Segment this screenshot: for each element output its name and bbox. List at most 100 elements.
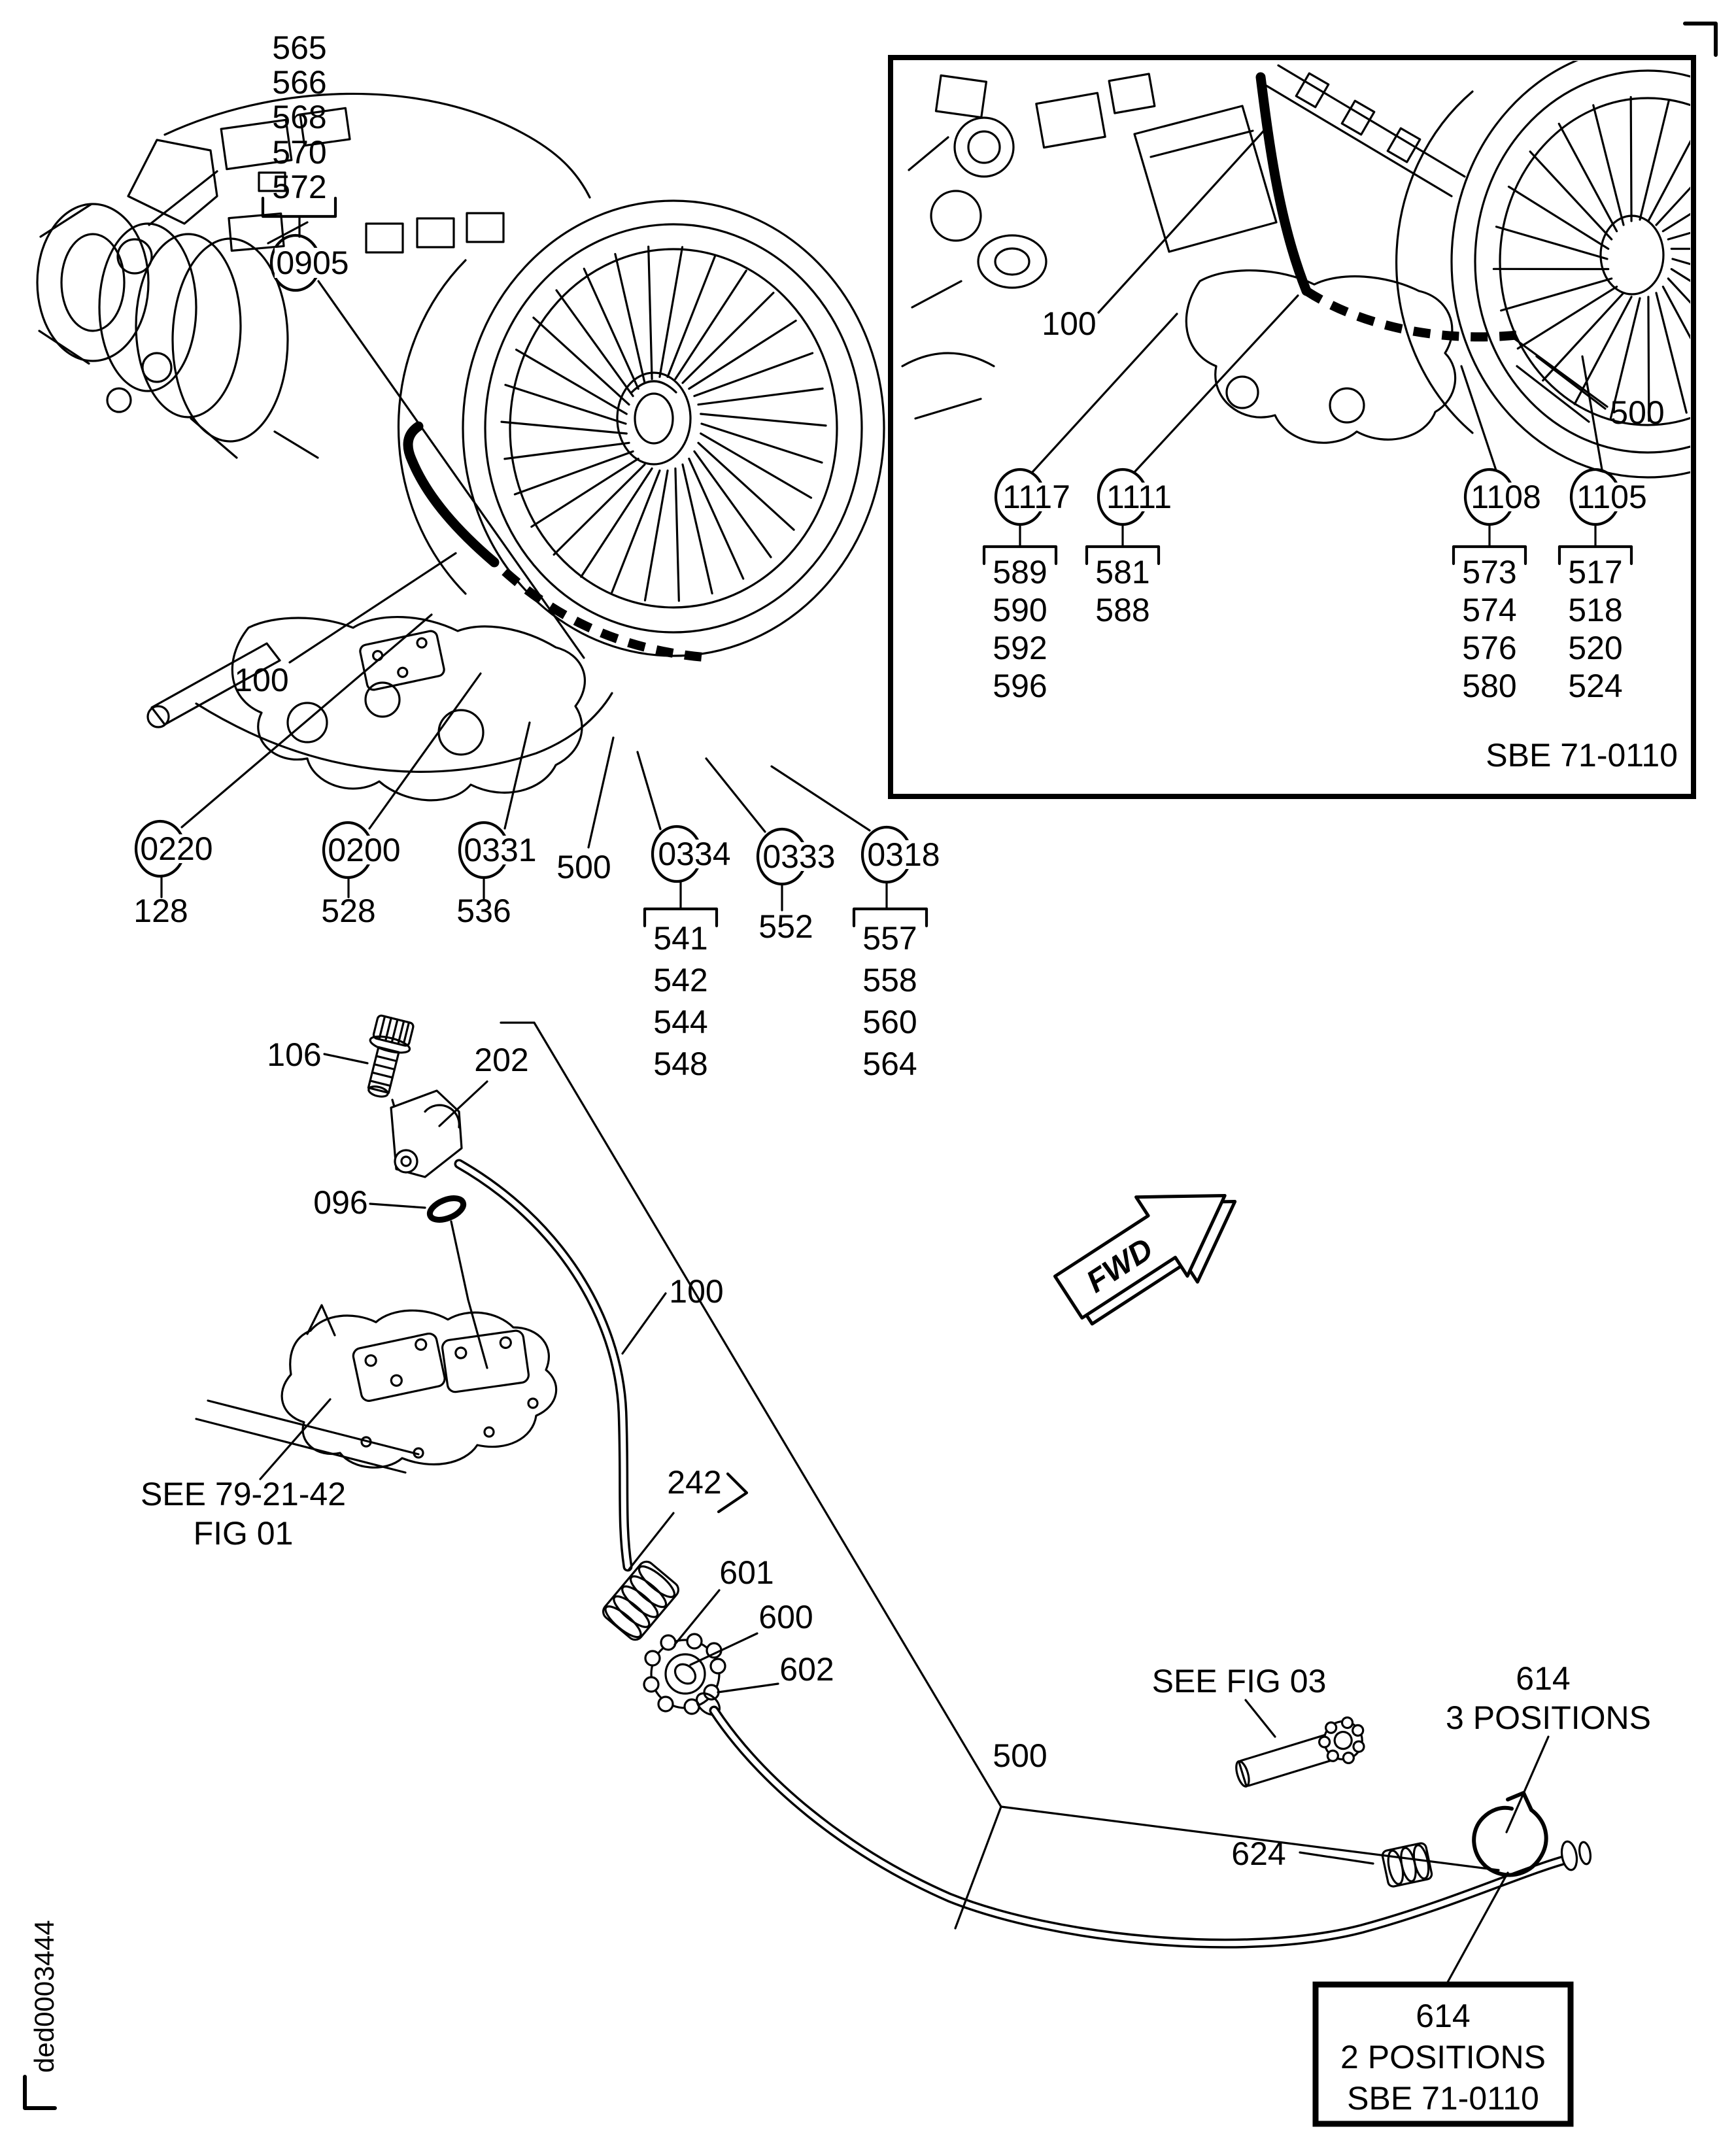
ref-box-line1: 614 (1416, 1998, 1470, 2034)
inset-label-500: 500 (1610, 394, 1664, 431)
line-art (317, 280, 585, 659)
line-art (1277, 64, 1466, 178)
line-art (908, 136, 949, 171)
bubble-1108: 1108 (1471, 479, 1541, 515)
line-art (533, 1021, 1002, 1808)
line-art (977, 234, 1047, 289)
line-art (686, 1633, 703, 1650)
see-ref-line2: FIG 01 (194, 1515, 294, 1552)
corner-mark-top-right (1683, 22, 1718, 57)
line-art (416, 217, 455, 248)
line-art (657, 1696, 674, 1713)
see-fig-03: SEE FIG 03 (1152, 1663, 1327, 1699)
line-art (629, 1575, 668, 1609)
line-art (717, 1472, 749, 1514)
part-label-520: 520 (1568, 630, 1622, 666)
clamp-614-art (1472, 1805, 1548, 1877)
tube-100-on-engine (403, 421, 500, 568)
reference-box: 614 2 POSITIONS SBE 71-0110 (1312, 1981, 1574, 2127)
line-art (484, 223, 863, 634)
part-label-602: 602 (779, 1651, 834, 1688)
inset-engine-illustration (901, 61, 1690, 479)
line-art (503, 721, 531, 830)
main-engine-illustration (36, 92, 885, 802)
line-art (1108, 73, 1156, 114)
line-art (1609, 297, 1641, 419)
line-art (1244, 1699, 1276, 1738)
line-art (644, 1650, 661, 1667)
line-art (953, 116, 1015, 178)
part-label-517: 517 (1568, 554, 1622, 590)
line-art (1329, 387, 1365, 424)
line-art (613, 1595, 651, 1628)
line-art (658, 840, 731, 868)
line-art (553, 463, 646, 556)
part-label-601: 601 (719, 1554, 774, 1591)
line-art (397, 259, 467, 595)
line-art (352, 1332, 446, 1402)
line-art (643, 469, 669, 602)
line-art (365, 222, 404, 254)
inset-tube-100 (1255, 72, 1312, 296)
line-art (914, 398, 982, 420)
line-art (1557, 545, 1633, 566)
bubble-1111: 1111 (1106, 479, 1172, 515)
line-art (499, 1336, 512, 1349)
line-art (614, 252, 646, 384)
part-label-500-hose: 500 (993, 1737, 1047, 1774)
line-art (763, 842, 836, 871)
bubble-0318: 0318 (867, 836, 940, 873)
line-art (658, 246, 684, 378)
line-art (329, 836, 401, 864)
part-label-100-main: 100 (234, 662, 288, 698)
line-art (1661, 285, 1690, 340)
line-art (934, 74, 988, 119)
lower-assembly-illustration (195, 1014, 1592, 1949)
line-art (1592, 104, 1625, 226)
stub-art (1235, 1716, 1365, 1788)
line-art (636, 751, 662, 830)
bubble-0331: 0331 (464, 832, 536, 868)
line-art (306, 1304, 336, 1337)
line-art (527, 1397, 539, 1409)
part-label-541: 541 (653, 920, 707, 957)
line-art (275, 248, 352, 278)
inset-box (888, 55, 1696, 799)
part-label-242: 242 (667, 1464, 721, 1501)
line-art (1460, 365, 1497, 471)
line-art (1352, 1724, 1365, 1737)
fan-blades (500, 245, 827, 602)
line-art (378, 1015, 410, 1044)
part-label-600: 600 (758, 1599, 813, 1635)
line-art (770, 765, 871, 832)
corner-mark-bottom-left (23, 2075, 57, 2110)
line-art (1516, 285, 1618, 350)
part-label-518: 518 (1568, 592, 1622, 628)
line-art (1133, 105, 1278, 253)
line-art (1085, 545, 1161, 566)
part-label-592: 592 (993, 630, 1047, 666)
line-art (1576, 483, 1650, 511)
line-art (1578, 1841, 1592, 1866)
line-art (703, 1684, 720, 1701)
line-art (700, 422, 823, 464)
line-art (634, 392, 674, 445)
line-art (674, 467, 680, 602)
line-art (1535, 355, 1607, 410)
line-art (1639, 99, 1671, 221)
line-art (195, 692, 613, 773)
line-art (438, 1080, 488, 1127)
part-label-548: 548 (653, 1046, 707, 1082)
line-art (500, 420, 628, 435)
line-art (852, 907, 928, 928)
part-label-573: 573 (1462, 554, 1516, 590)
part-label-568: 568 (272, 99, 326, 135)
line-art (630, 380, 677, 394)
nut-600-art (643, 1633, 726, 1716)
line-art (116, 238, 153, 275)
line-art (1235, 1760, 1250, 1788)
part-label-536: 536 (456, 893, 511, 929)
part-label-106: 106 (267, 1036, 321, 1073)
line-art (611, 469, 661, 594)
